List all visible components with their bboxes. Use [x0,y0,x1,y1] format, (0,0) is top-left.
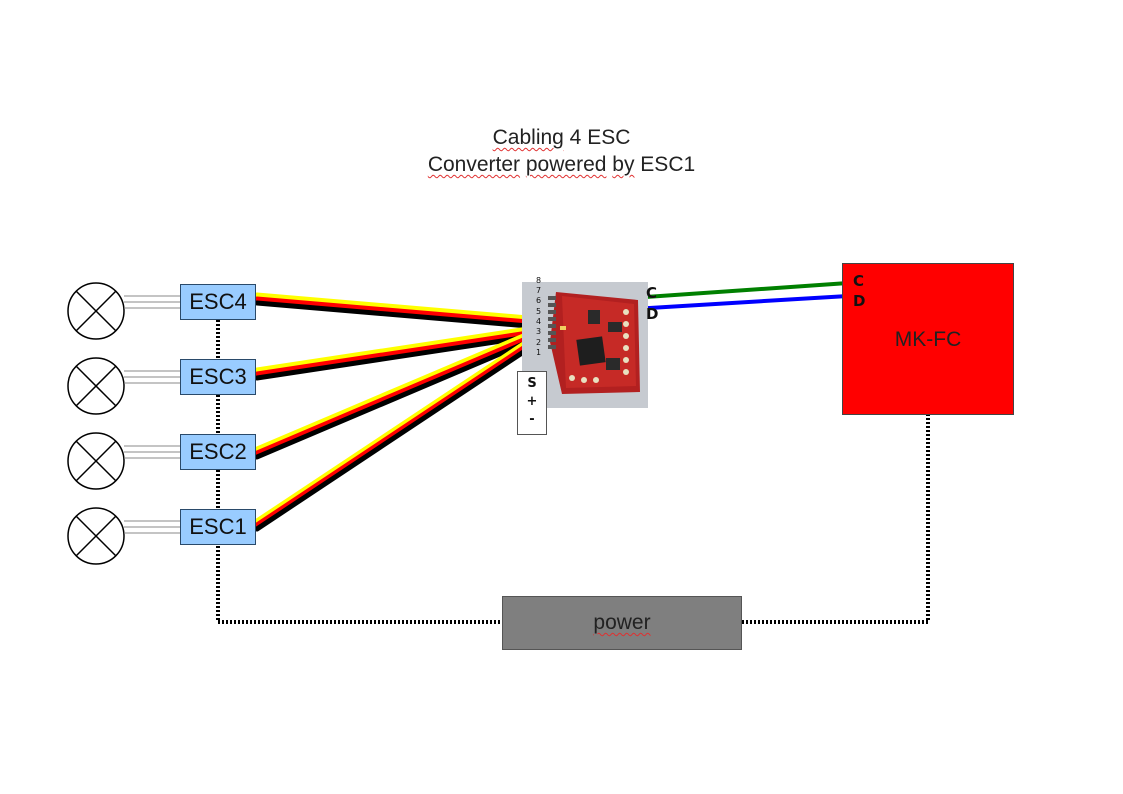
fc-c-label: C [853,272,865,290]
motors [67,282,125,565]
converter-board-photo [522,282,648,408]
esc-1: ESC1 [180,509,256,545]
converter-pin-label: 8 [536,276,542,285]
motor-1 [67,507,125,565]
title-word-cabling: Cabling [492,126,564,149]
converter-c-label: C [646,284,658,302]
title-word-converter: Converter [427,153,521,176]
esc-4: ESC4 [180,284,256,320]
diagram-subtitle: Converter powered by ESC1 [0,154,1123,175]
fc-d-label: D [853,292,866,310]
title-word-by: by [612,153,635,176]
flight-controller: C D MK-FC [842,263,1014,415]
power-supply: power [502,596,742,650]
connector-signal-label: S [527,376,537,391]
converter-pin-label: 5 [536,307,542,316]
power-bus [216,320,930,624]
motor-2 [67,432,125,490]
converter-pcb-image [522,282,648,408]
motor-wires [124,295,180,534]
esc-signal-cables [254,292,531,532]
title-rest-2: ESC1 [634,153,696,176]
converter-pin-label: 4 [536,317,542,326]
title-rest-1: 4 ESC [563,126,631,149]
converter-power-connector: S + - [517,371,547,435]
i2c-bus [631,281,849,311]
converter-pin-label: 2 [536,338,542,347]
diagram-title: Cabling 4 ESC [0,127,1123,148]
converter-pin-label: 1 [536,348,542,357]
connector-minus-label: - [529,412,535,427]
title-word-powered: powered [525,153,607,176]
motor-3 [67,357,125,415]
converter-d-label: D [646,305,659,323]
connector-plus-label: + [526,394,538,409]
converter-pin-label: 3 [536,327,542,336]
esc-2: ESC2 [180,434,256,470]
motor-4 [67,282,125,340]
esc-3: ESC3 [180,359,256,395]
converter-pin-label: 6 [536,296,542,305]
fc-label: MK-FC [894,328,962,351]
converter-pin-label: 7 [536,286,542,295]
power-label: power [593,611,651,634]
